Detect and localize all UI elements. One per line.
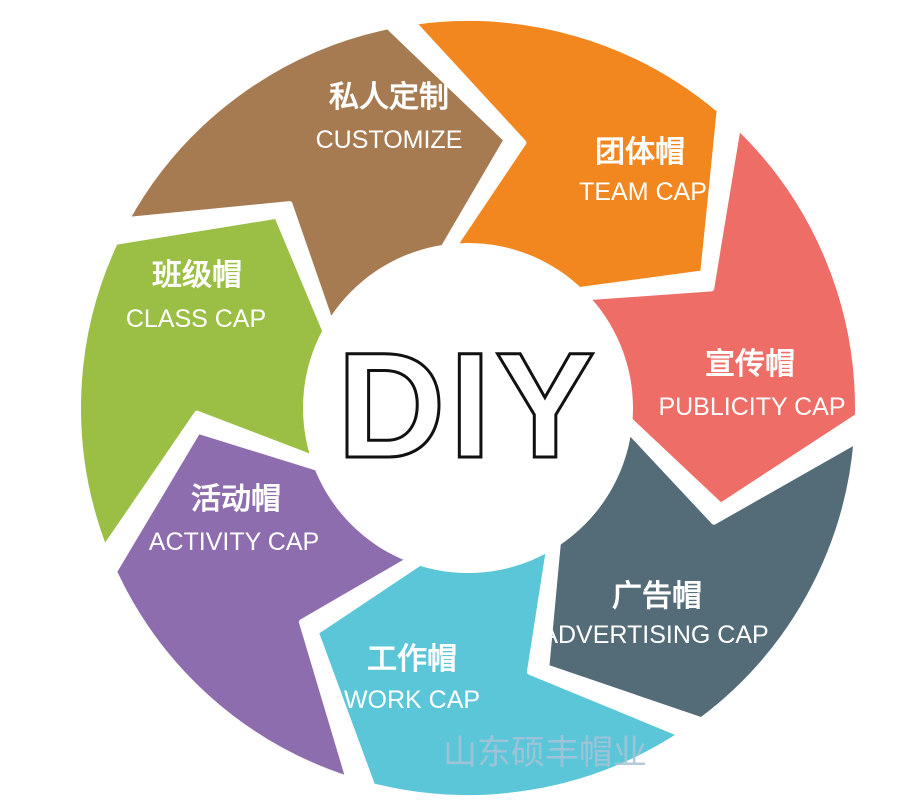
label-en-team: TEAM CAP (579, 178, 707, 206)
label-zh-work: 工作帽 (367, 642, 457, 677)
segment-labels: 私人定制 CUSTOMIZE 团体帽 TEAM CAP 宣传帽 PUBLICIT… (126, 80, 846, 714)
watermark-text: 山东硕丰帽业 (443, 733, 647, 773)
label-en-class: CLASS CAP (126, 305, 266, 333)
label-en-advertising: ADVERTISING CAP (541, 621, 768, 649)
label-en-work: WORK CAP (344, 686, 480, 714)
label-zh-publicity: 宣传帽 (705, 347, 795, 382)
label-zh-activity: 活动帽 (191, 482, 281, 517)
label-zh-customize: 私人定制 (329, 80, 449, 115)
ring-segments (74, 15, 861, 801)
label-en-activity: ACTIVITY CAP (149, 528, 319, 556)
label-en-customize: CUSTOMIZE (316, 126, 463, 154)
center-circle (303, 243, 633, 573)
label-zh-class: 班级帽 (152, 258, 242, 293)
center-title: DIY (337, 321, 599, 489)
label-zh-team: 团体帽 (595, 135, 685, 170)
label-en-publicity: PUBLICITY CAP (658, 393, 845, 421)
label-zh-advertising: 广告帽 (612, 579, 702, 614)
